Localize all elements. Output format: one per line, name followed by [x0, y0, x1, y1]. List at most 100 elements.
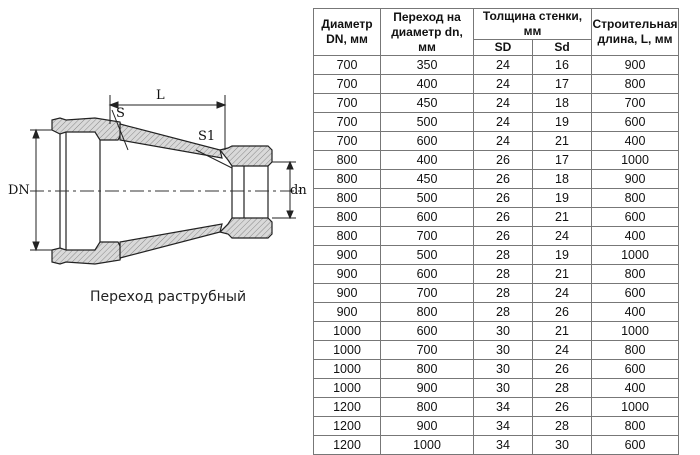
table-cell: 1000	[591, 150, 679, 170]
table-cell: 30	[473, 340, 533, 360]
table-cell: 24	[473, 93, 533, 113]
table-cell: 350	[380, 55, 474, 75]
table-cell: 800	[313, 207, 381, 227]
table-cell: 800	[591, 416, 679, 436]
table-cell: 400	[591, 302, 679, 322]
table-cell: 16	[532, 55, 592, 75]
wall-s-label: S	[116, 106, 125, 121]
table-cell: 24	[532, 283, 592, 303]
table-cell: 800	[313, 188, 381, 208]
table-cell: 700	[313, 55, 381, 75]
table-cell: 600	[380, 321, 474, 341]
table-cell: 30	[473, 321, 533, 341]
table-cell: 700	[380, 226, 474, 246]
wall-s1-label: S1	[198, 129, 216, 144]
table-cell: 24	[532, 340, 592, 360]
table-cell: 1000	[313, 378, 381, 398]
table-cell: 24	[473, 131, 533, 151]
table-cell: 600	[591, 283, 679, 303]
table-cell: 1200	[313, 416, 381, 436]
table-cell: 700	[591, 93, 679, 113]
table-cell: 26	[532, 397, 592, 417]
table-cell: 700	[313, 93, 381, 113]
table-cell: 600	[380, 207, 474, 227]
table-cell: 800	[380, 359, 474, 379]
table-cell: 450	[380, 93, 474, 113]
table-cell: 600	[380, 131, 474, 151]
table-cell: 26	[473, 226, 533, 246]
table-cell: 400	[591, 131, 679, 151]
table-cell: 500	[380, 112, 474, 132]
table-cell: 900	[380, 416, 474, 436]
dn-outer-label: DN	[8, 183, 30, 198]
table-cell: 600	[591, 435, 679, 455]
table-cell: 24	[473, 112, 533, 132]
table-cell: 28	[473, 245, 533, 265]
table-cell: 1000	[591, 321, 679, 341]
table-cell: 26	[473, 207, 533, 227]
table-cell: 1200	[313, 397, 381, 417]
dn-inner-label: dn	[290, 183, 307, 198]
header-sd-small: Sd	[532, 39, 592, 56]
table-cell: 1200	[313, 435, 381, 455]
table-cell: 900	[591, 55, 679, 75]
header-dn: Диаметр DN, мм	[313, 8, 381, 56]
table-cell: 24	[532, 226, 592, 246]
table-cell: 600	[380, 264, 474, 284]
table-cell: 26	[473, 188, 533, 208]
table-cell: 17	[532, 150, 592, 170]
table-cell: 19	[532, 112, 592, 132]
table-cell: 28	[473, 302, 533, 322]
table-cell: 800	[591, 264, 679, 284]
table-cell: 800	[380, 397, 474, 417]
table-cell: 600	[591, 207, 679, 227]
reducer-drawing: L S S1 DN dn Переход раструбный	[0, 0, 310, 421]
table-cell: 700	[380, 283, 474, 303]
table-cell: 800	[591, 74, 679, 94]
table-cell: 500	[380, 188, 474, 208]
table-cell: 1000	[591, 397, 679, 417]
table-cell: 1000	[591, 245, 679, 265]
spec-table: Диаметр DN, мм Переход на диаметр dn, мм…	[313, 8, 679, 455]
table-cell: 26	[473, 169, 533, 189]
table-cell: 28	[473, 264, 533, 284]
table-cell: 24	[473, 55, 533, 75]
table-cell: 19	[532, 245, 592, 265]
table-cell: 900	[380, 378, 474, 398]
table-cell: 17	[532, 74, 592, 94]
table-cell: 400	[380, 150, 474, 170]
table-cell: 26	[532, 359, 592, 379]
table-cell: 700	[380, 340, 474, 360]
table-cell: 30	[473, 359, 533, 379]
table-cell: 34	[473, 435, 533, 455]
table-cell: 19	[532, 188, 592, 208]
table-cell: 700	[313, 74, 381, 94]
table-cell: 21	[532, 264, 592, 284]
table-cell: 800	[313, 169, 381, 189]
table-cell: 1000	[380, 435, 474, 455]
header-sd: SD	[473, 39, 533, 56]
table-cell: 30	[473, 378, 533, 398]
table-cell: 28	[473, 283, 533, 303]
table-cell: 900	[313, 283, 381, 303]
table-cell: 900	[313, 302, 381, 322]
table-cell: 26	[473, 150, 533, 170]
table-cell: 900	[313, 264, 381, 284]
table-header-row: Диаметр DN, мм Переход на диаметр dn, мм…	[313, 8, 679, 56]
